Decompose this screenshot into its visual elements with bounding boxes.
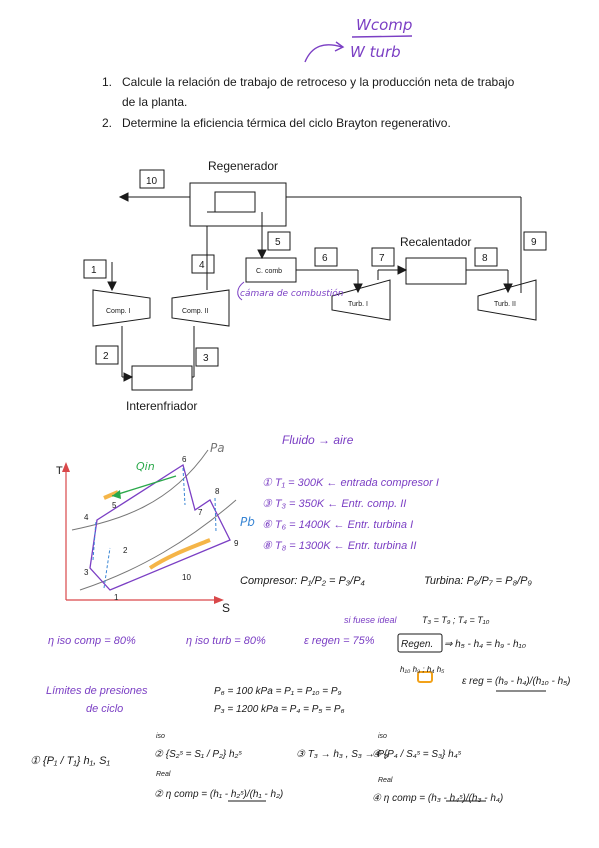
top-note-denominator: W turb xyxy=(350,43,401,61)
question-1-text-line1: Calcule la relación de trabajo de retroc… xyxy=(122,75,515,89)
axis-s-label: S xyxy=(222,601,230,615)
eta-turb: η iso turb = 80% xyxy=(186,635,266,647)
question-1-text-line2: de la planta. xyxy=(122,95,188,109)
state-2-eq: ② {S₂ˢ = S₁ / P₂} h₂ˢ xyxy=(154,749,242,760)
state-6-label: 6 xyxy=(322,253,328,264)
svg-text:9: 9 xyxy=(234,539,239,548)
svg-text:3: 3 xyxy=(84,568,89,577)
svg-text:5: 5 xyxy=(112,501,117,510)
state-7-label: 7 xyxy=(379,253,385,264)
question-1-number: 1. xyxy=(102,75,113,89)
turb2-label: Turb. II xyxy=(494,301,516,308)
combustion-annotation: cámara de combustión xyxy=(240,288,344,299)
interenfriador-label: Interenfriador xyxy=(126,399,197,413)
state-8-label: 8 xyxy=(482,253,488,264)
regen-balance: ⇒ h₅ - h₄ = h₉ - h₁₀ xyxy=(444,639,526,650)
arrow-icon xyxy=(304,44,343,63)
ideal-relation: T₃ = T₉ ; T₄ = T₁₀ xyxy=(422,615,490,625)
svg-text:7: 7 xyxy=(198,508,203,517)
si-fuese-ideal: si fuese ideal xyxy=(344,615,398,625)
condition-6: ⑥ T₆ = 1400K ← Entr. turbina I xyxy=(262,519,413,531)
compressor-1-shape xyxy=(92,289,151,327)
hand-strokes xyxy=(228,633,546,802)
svg-text:2: 2 xyxy=(123,546,128,555)
limits-label-2: de ciclo xyxy=(86,703,123,715)
turbine-1-shape xyxy=(331,279,391,321)
question-1: 1. Calcule la relación de trabajo de ret… xyxy=(102,74,542,90)
ccomb-label: C. comb xyxy=(256,268,282,275)
limits-label-1: Límites de presiones xyxy=(46,685,148,697)
real-label-1: Real xyxy=(156,771,171,778)
svg-text:4: 4 xyxy=(84,513,89,522)
compressor-2-shape xyxy=(171,289,230,327)
state-4-label: 4 xyxy=(199,260,205,271)
notes: Fluido → aire ① T₁ = 300K ← entrada comp… xyxy=(30,433,571,804)
annotation-arrow-icon xyxy=(237,281,245,301)
axis-t-label: T xyxy=(56,465,63,477)
svg-text:8: 8 xyxy=(215,487,220,496)
process-diagram-labels: Regenerador Recalentador Interenfriador … xyxy=(91,159,537,413)
svg-text:10: 10 xyxy=(182,573,191,582)
svg-text:1: 1 xyxy=(114,593,119,602)
state-1-label: 1 xyxy=(91,265,97,276)
question-1-cont: de la planta. xyxy=(122,94,187,110)
iso-label-2: iso xyxy=(378,733,387,740)
state-4-eff: ④ η comp = (h₃ - h₄ˢ)/(h₃ - h₄) xyxy=(372,793,503,804)
compressor-ratio: Compresor: P₁/P₂ = P₃/P₄ xyxy=(240,575,365,587)
state-2-eff: ② η comp = (h₁ - h₂ˢ)/(h₁ - h₂) xyxy=(154,789,283,800)
state-3-eq: ③ T₃ → h₃ , S₃ → P₃ xyxy=(296,749,388,760)
regenerador-box xyxy=(189,182,287,227)
top-note-numerator: Wcomp xyxy=(356,16,412,34)
ts-diagram: T S Pa Pb Qin 1 2 3 4 5 6 xyxy=(56,441,255,615)
recalentador-box xyxy=(405,257,467,285)
iso-label-1: iso xyxy=(156,733,165,740)
regen-small: h₁₀ h₉ ; h₄ h₅ xyxy=(400,665,445,674)
qin-label: Qin xyxy=(136,460,155,473)
eff-regen: ε regen = 75% xyxy=(304,635,375,647)
question-2-text-line1: Determine la eficiencia térmica del cicl… xyxy=(122,116,451,130)
regenerador-label: Regenerador xyxy=(208,159,278,173)
comp1-label: Comp. I xyxy=(106,308,131,315)
limit-pb: P₆ = 100 kPa = P₁ = P₁₀ = P₉ xyxy=(214,686,342,697)
question-2-number: 2. xyxy=(102,116,113,130)
condition-1: ① T₁ = 300K ← entrada compresor I xyxy=(262,477,439,489)
recalentador-label: Recalentador xyxy=(400,235,471,249)
fluid-note: Fluido → aire xyxy=(282,433,354,447)
state-1-eq: ① {P₁ / T₁} h₁, S₁ xyxy=(30,755,111,767)
turb1-label: Turb. I xyxy=(348,301,368,308)
state-9-label: 9 xyxy=(531,237,537,248)
pb-label: Pb xyxy=(240,515,255,529)
regen-box-label: Regen. xyxy=(401,639,433,650)
state-5-label: 5 xyxy=(275,237,281,248)
state-2-label: 2 xyxy=(103,351,109,362)
real-label-2: Real xyxy=(378,777,393,784)
svg-text:6: 6 xyxy=(182,455,187,464)
pa-label: Pa xyxy=(210,441,225,455)
interenfriador-box xyxy=(131,365,193,391)
turbine-2-shape xyxy=(477,279,537,321)
eps-formula: ε reg = (h₉ - h₄)/(h₁₀ - h₅) xyxy=(462,676,571,687)
limit-pa: P₃ = 1200 kPa = P₄ = P₅ = P₆ xyxy=(214,704,345,715)
comp2-label: Comp. II xyxy=(182,308,209,315)
state-4-eq: ④ {P₄ / S₄ˢ = S₃} h₄ˢ xyxy=(372,749,462,760)
question-2: 2. Determine la eficiencia térmica del c… xyxy=(102,115,542,131)
turbine-ratio: Turbina: P₆/P₇ = P₈/P₉ xyxy=(424,575,532,587)
process-diagram xyxy=(83,169,547,391)
eta-comp: η iso comp = 80% xyxy=(48,635,136,647)
condition-3: ③ T₃ = 350K ← Entr. comp. II xyxy=(262,498,406,510)
state-10-label: 10 xyxy=(146,176,158,187)
condition-8: ⑧ T₈ = 1300K ← Entr. turbina II xyxy=(262,540,416,552)
state-3-label: 3 xyxy=(203,353,209,364)
top-note: Wcomp W turb xyxy=(304,16,412,63)
